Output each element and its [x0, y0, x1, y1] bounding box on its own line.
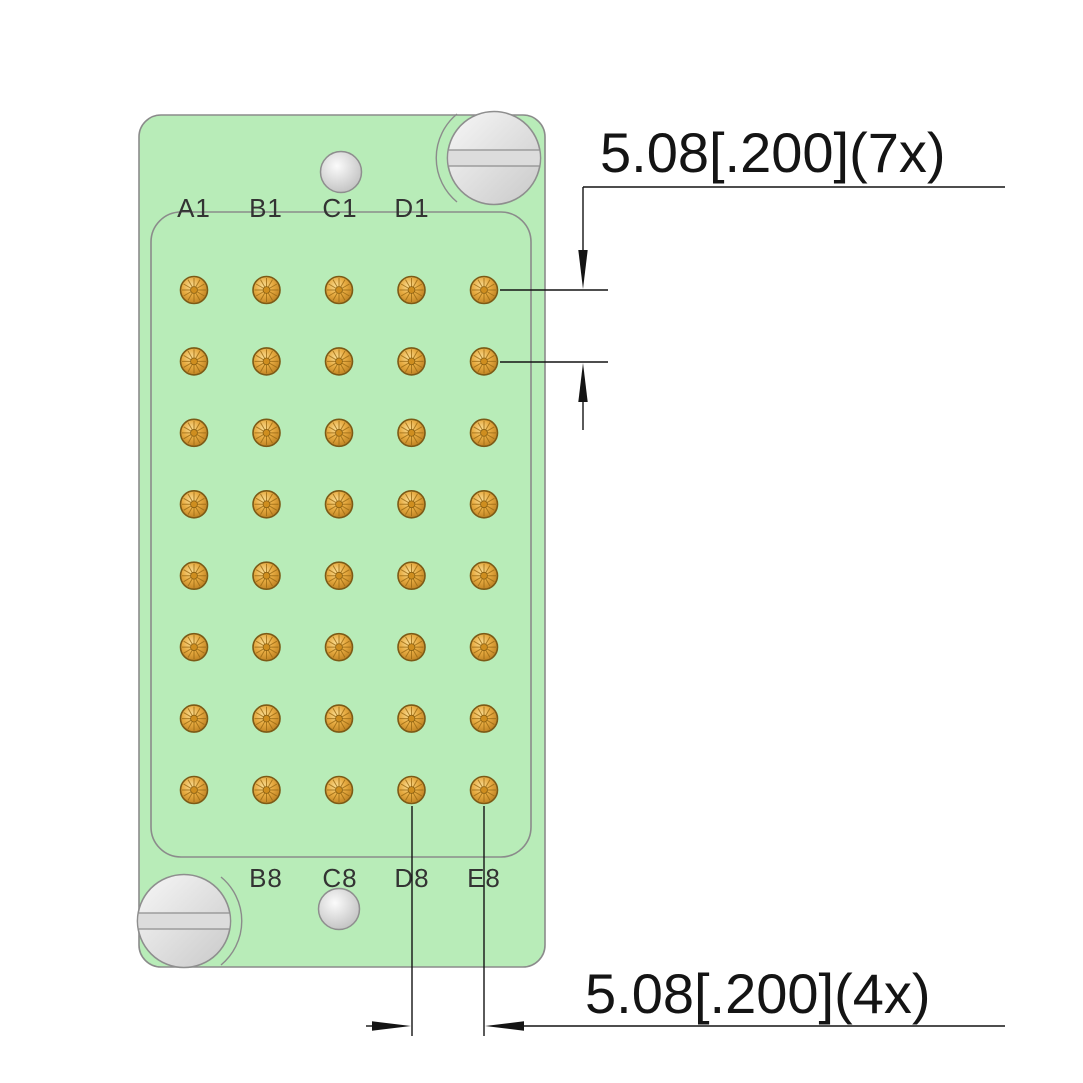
contact-pin-D6	[397, 632, 426, 662]
contact-pin-A6	[179, 632, 209, 662]
arrowhead-down	[578, 250, 588, 289]
contact-pin-B4	[252, 489, 281, 519]
row-pitch-dimension	[500, 186, 1005, 430]
label-D1: D1	[394, 193, 429, 223]
contact-pin-D8	[397, 775, 426, 805]
guide-pin-bottom	[317, 887, 361, 931]
contact-pin-A3	[179, 418, 209, 448]
contact-pin-C7	[324, 704, 354, 733]
contact-pin-A4	[179, 489, 209, 519]
contact-pin-A8	[179, 775, 209, 805]
contact-pin-B7	[252, 704, 281, 733]
label-B8: B8	[249, 863, 283, 893]
row-pitch-text: 5.08[.200](7x)	[600, 121, 946, 184]
contact-pin-E4	[469, 489, 499, 519]
contact-pin-D1	[397, 275, 426, 305]
contact-pin-E6	[469, 632, 499, 662]
contact-pin-E7	[469, 704, 499, 733]
contact-pin-E3	[469, 418, 499, 448]
contact-pin-B1	[252, 275, 281, 305]
contact-pin-A1	[179, 275, 209, 305]
contact-pin-C4	[324, 489, 354, 519]
contact-pin-C6	[324, 632, 354, 662]
contact-pin-B8	[252, 775, 281, 805]
contact-pin-E5	[469, 561, 499, 591]
contact-pin-B3	[252, 418, 281, 448]
contact-pin-E1	[469, 275, 499, 305]
contact-pin-D3	[397, 418, 426, 448]
contact-pin-D2	[397, 347, 426, 376]
arrowhead-left	[485, 1021, 524, 1031]
connector-body	[138, 114, 546, 968]
contact-pin-C8	[324, 775, 354, 805]
arrowhead-up	[578, 363, 588, 402]
label-B1: B1	[249, 193, 283, 223]
contact-pin-C3	[324, 418, 354, 448]
guide-pin-top	[319, 150, 363, 194]
contact-pin-C2	[324, 347, 354, 376]
contact-pin-B6	[252, 632, 281, 662]
arrowhead-right	[372, 1021, 411, 1031]
column-pitch-dimension	[366, 806, 1005, 1036]
contact-pin-C1	[324, 275, 354, 305]
contact-pin-A5	[179, 561, 209, 591]
contact-pin-C5	[324, 561, 354, 591]
label-C1: C1	[322, 193, 357, 223]
contact-pin-D7	[397, 704, 426, 733]
screw-recess-arc-bottom-left	[220, 876, 243, 966]
contact-pin-E2	[469, 347, 499, 376]
contact-pin-A7	[179, 704, 209, 733]
contact-pin-E8	[469, 775, 499, 805]
contact-pin-D5	[397, 561, 426, 591]
contact-pin-B5	[252, 561, 281, 591]
contact-pin-D4	[397, 489, 426, 519]
contact-pin-B2	[252, 347, 281, 376]
screw-recess-arc-top-right	[435, 113, 458, 203]
screw-top-right	[446, 110, 542, 206]
column-pitch-text: 5.08[.200](4x)	[585, 962, 931, 1025]
contact-pin-A2	[179, 347, 209, 376]
label-C8: C8	[322, 863, 357, 893]
screw-bottom-left	[136, 873, 232, 969]
connector-body-group	[138, 113, 546, 968]
label-A1: A1	[177, 193, 211, 223]
pin-field-outline	[150, 211, 532, 858]
